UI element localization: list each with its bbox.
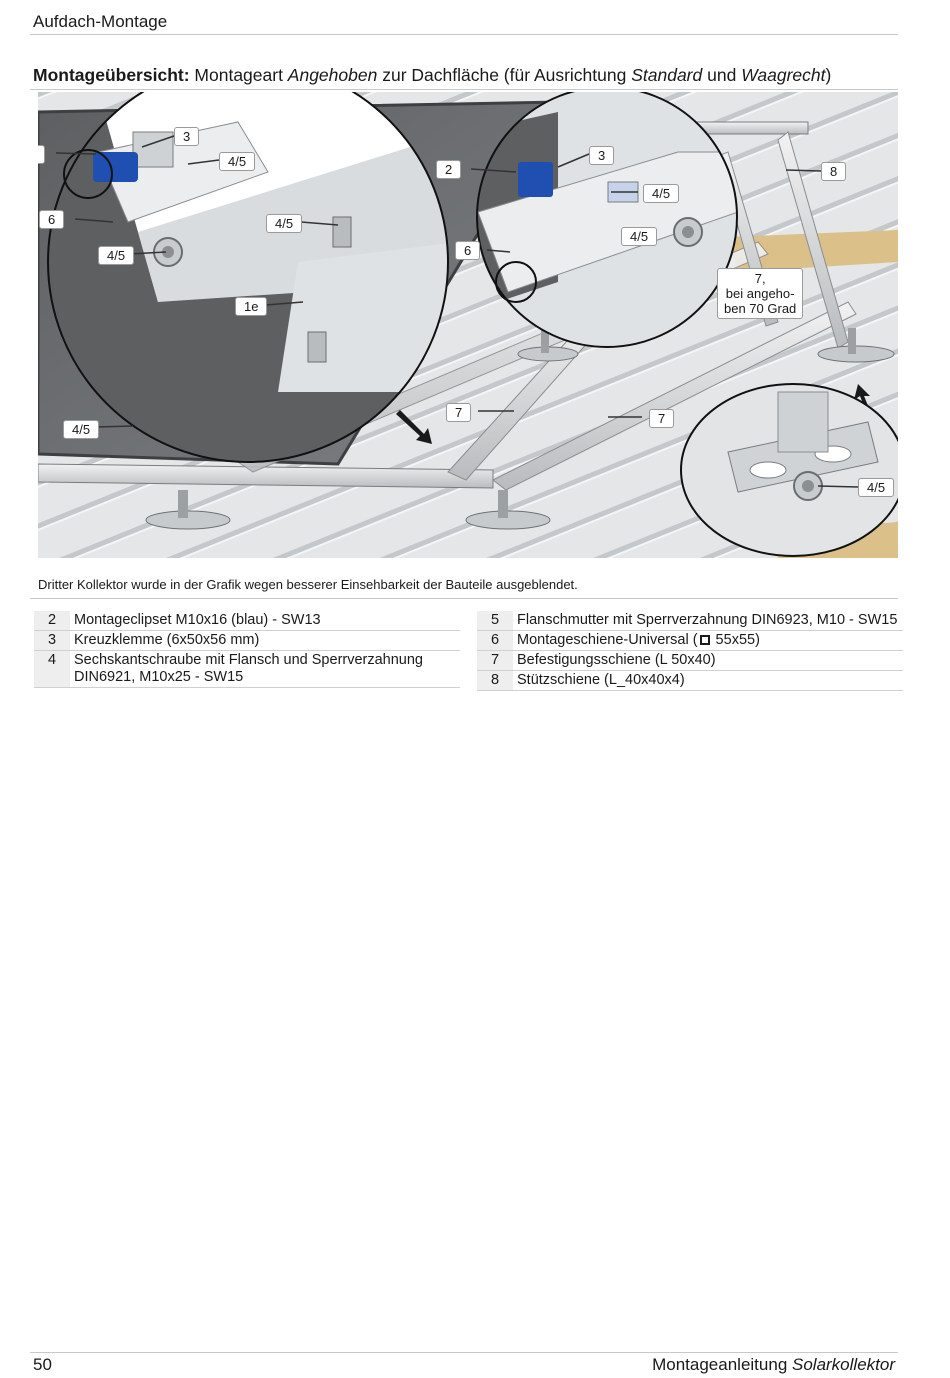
callout-8: 8	[821, 162, 847, 181]
mounting-illustration: 2 3 4/5 6 4/5 4/5 1e 2 3 4/5 4/5 6 8 7, …	[38, 92, 898, 558]
document-title: Montageanleitung Solarkollektor	[652, 1355, 895, 1374]
callout-4-5: 4/5	[266, 214, 303, 233]
section-title: Montageübersicht: Montageart Angehoben z…	[33, 65, 832, 85]
callout-6: 6	[455, 241, 481, 260]
callout-3: 3	[589, 146, 615, 165]
callout-3: 3	[174, 127, 200, 146]
square-outline-icon	[699, 635, 710, 645]
callout-2: 2	[436, 160, 462, 179]
page-number: 50	[33, 1355, 52, 1374]
callout-4-5: 4/5	[219, 152, 256, 171]
callout-4-5: 4/5	[643, 184, 680, 203]
figure-note: Dritter Kollektor wurde in der Grafik we…	[38, 577, 578, 592]
callout-1e: 1e	[235, 297, 268, 316]
callout-7: 7	[446, 403, 472, 422]
note-rule	[30, 598, 898, 599]
title-rule	[30, 89, 898, 90]
callout-2: 2	[38, 145, 46, 164]
callout-7-angled: 7, bei angeho- ben 70 Grad	[717, 268, 804, 319]
callout-4-5: 4/5	[98, 246, 135, 265]
callout-6: 6	[39, 210, 65, 229]
callout-4-5: 4/5	[63, 420, 100, 439]
running-header: Aufdach-Montage	[33, 12, 168, 31]
callout-7: 7	[649, 409, 675, 428]
callout-4-5: 4/5	[621, 227, 658, 246]
mounting-drawing	[38, 92, 898, 558]
callout-4-5: 4/5	[858, 478, 895, 497]
header-rule	[30, 34, 898, 35]
footer-rule	[30, 1352, 898, 1353]
